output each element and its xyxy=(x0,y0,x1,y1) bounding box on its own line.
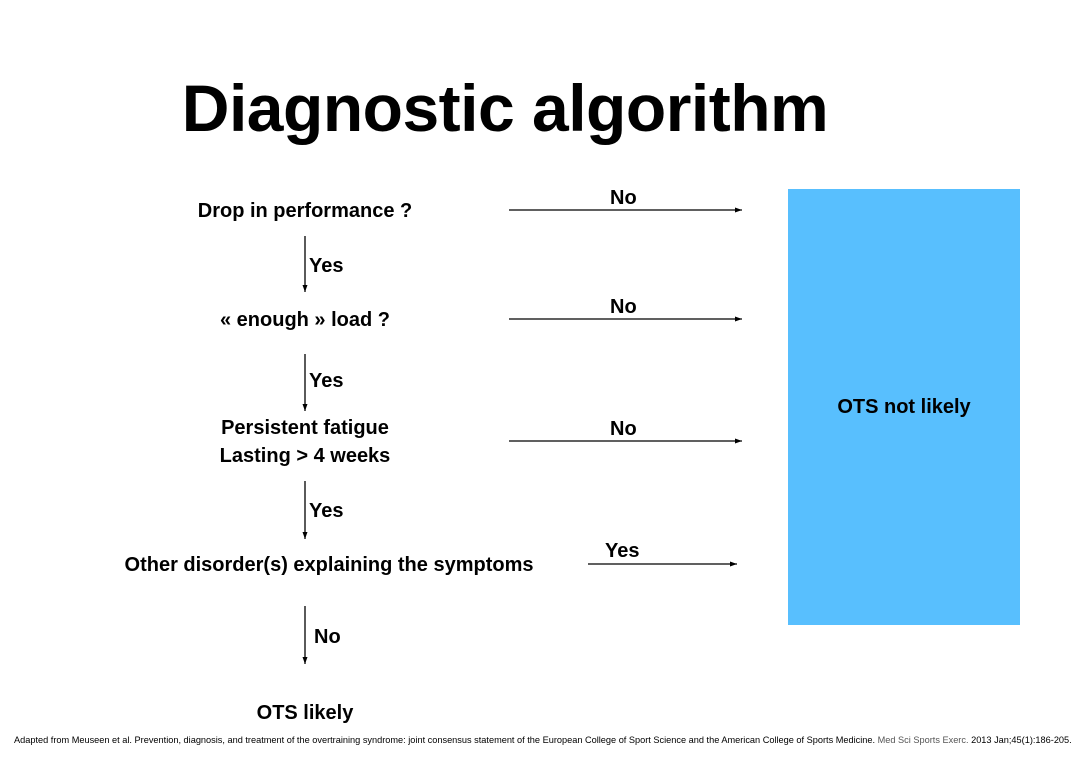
edge-label-q4-no: No xyxy=(314,626,341,648)
edge-label-q4-yes: Yes xyxy=(605,540,640,562)
node-drop-in-performance: Drop in performance ? xyxy=(197,200,413,222)
node-persistent-fatigue-line1: Persistent fatigue xyxy=(221,417,389,439)
node-persistent-fatigue: Persistent fatigue Lasting > 4 weeks xyxy=(150,414,460,470)
edge-label-q1-no: No xyxy=(610,187,637,209)
citation-journal: Med Sci Sports Exerc. xyxy=(877,735,969,745)
node-other-disorders: Other disorder(s) explaining the symptom… xyxy=(124,554,534,576)
outcome-ots-not-likely-label: OTS not likely xyxy=(837,395,971,418)
flow-arrows xyxy=(302,207,742,664)
edge-label-q2-yes: Yes xyxy=(309,370,344,392)
edge-label-q3-no: No xyxy=(610,418,637,440)
citation-main: Adapted from Meuseen et al. Prevention, … xyxy=(14,735,876,745)
edge-label-q2-no: No xyxy=(610,296,637,318)
node-ots-likely: OTS likely xyxy=(256,702,354,724)
outcome-box-ots-not-likely: OTS not likely xyxy=(788,189,1020,625)
edge-label-q3-yes: Yes xyxy=(309,500,344,522)
slide-title: Diagnostic algorithm xyxy=(181,71,829,145)
citation: Adapted from Meuseen et al. Prevention, … xyxy=(14,735,1072,745)
node-persistent-fatigue-line2: Lasting > 4 weeks xyxy=(219,445,391,467)
edge-label-q1-yes: Yes xyxy=(309,255,344,277)
node-enough-load: « enough » load ? xyxy=(219,309,390,331)
citation-details: 2013 Jan;45(1):186-205. xyxy=(971,735,1072,745)
